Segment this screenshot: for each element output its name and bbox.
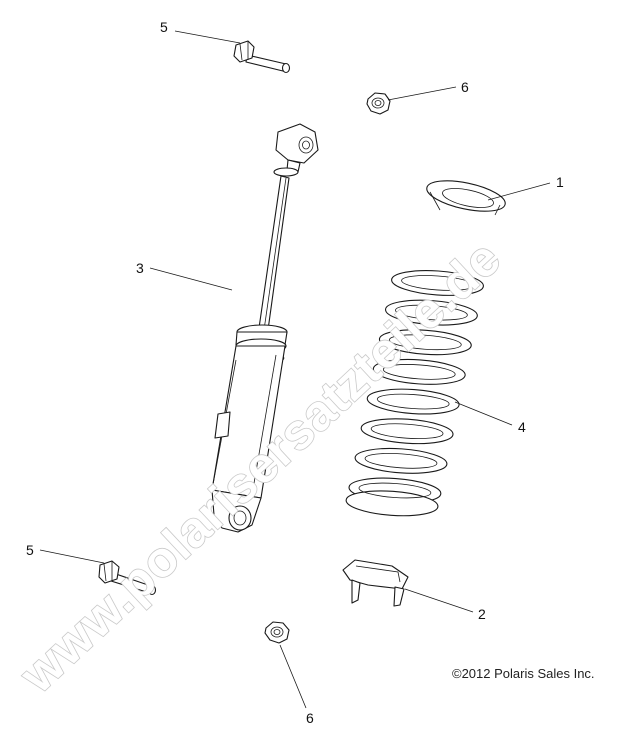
callout-6-top: 6 <box>461 79 469 95</box>
copyright-notice: ©2012 Polaris Sales Inc. <box>452 666 595 681</box>
callout-5-top: 5 <box>160 19 168 35</box>
spring-retainer-lower <box>342 559 409 607</box>
spring-retainer-upper <box>426 180 506 216</box>
callout-2: 2 <box>478 606 486 622</box>
bolt-top <box>233 40 291 74</box>
bolt-bottom <box>98 560 157 596</box>
nut-bottom <box>264 621 290 644</box>
callout-1: 1 <box>556 174 564 190</box>
nut-top <box>366 92 391 115</box>
callout-5-bottom: 5 <box>26 542 34 558</box>
callout-3: 3 <box>136 260 144 276</box>
callout-6-bottom: 6 <box>306 710 314 726</box>
leader-lines <box>39 30 551 709</box>
callout-4: 4 <box>518 419 526 435</box>
coil-spring <box>345 270 484 517</box>
shock-absorber <box>211 123 319 533</box>
